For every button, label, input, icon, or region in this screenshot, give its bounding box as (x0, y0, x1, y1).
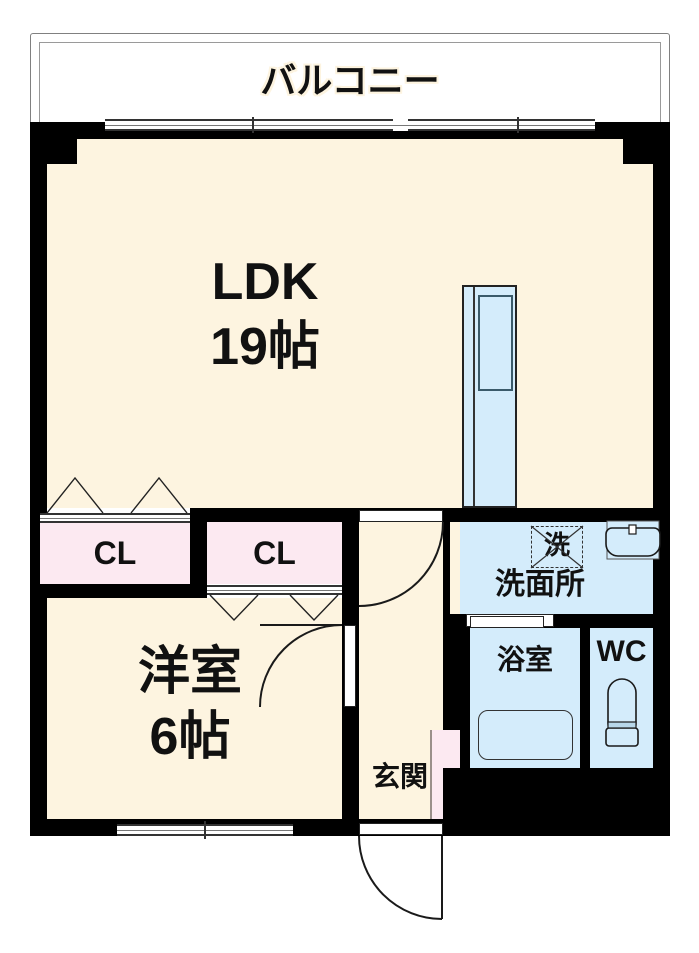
washer-space-label: 洗 (543, 530, 570, 560)
wall-wet-zone-south (443, 768, 653, 819)
closet-right-area (207, 522, 342, 584)
entrance-door-swing (358, 835, 443, 920)
entrance-area (359, 700, 443, 819)
closet-right-label: CL (253, 535, 296, 571)
ldk-name-label: LDK (211, 253, 319, 311)
bedroom-name-label: 洋室 (137, 643, 242, 701)
bathtub (478, 710, 573, 760)
ldk-area (47, 139, 653, 508)
balcony-window-sash-2 (517, 117, 519, 133)
balcony-window-panel-6[interactable] (518, 119, 595, 131)
balcony-label: バルコニー (260, 60, 440, 101)
exterior-wall-west (30, 122, 47, 836)
closet-left-label: CL (93, 535, 137, 571)
bedroom-size-label: 6帖 (149, 708, 231, 766)
bedroom-window-panel-2[interactable] (205, 824, 293, 836)
exterior-wall-east (653, 122, 670, 836)
pillar-northwest-inner (47, 139, 77, 164)
closet-left-area (40, 522, 190, 584)
wall-between-closets (190, 508, 207, 598)
balcony-window-panel-5[interactable] (408, 119, 518, 131)
bath-door-leaf[interactable] (470, 616, 544, 628)
hall-door-leaf[interactable] (359, 510, 443, 522)
kitchen-counter-edge-line (473, 287, 475, 506)
balcony-inner-outline (39, 42, 661, 128)
wall-closet-left-bottom (30, 584, 207, 598)
kitchen-sink (478, 295, 513, 391)
wall-closet-right-top (190, 508, 342, 522)
wall-bath-east (580, 628, 590, 768)
entrance-door-leaf[interactable] (359, 823, 443, 835)
ldk-size-label: 19帖 (210, 318, 320, 376)
entrance-label: 玄関 (371, 761, 428, 792)
balcony-window-panel-2[interactable] (253, 119, 393, 131)
wall-washroom-north (443, 508, 653, 522)
balcony-window-panel-1[interactable] (105, 119, 253, 131)
bath-label: 浴室 (496, 644, 553, 675)
pillar-northeast-inner (623, 139, 653, 164)
toilet-label: WC (596, 635, 647, 668)
closet-right-doors[interactable] (207, 585, 342, 595)
wall-washroom-west (443, 508, 450, 620)
balcony-window-sash-1 (252, 117, 254, 133)
bedroom-window-sash (204, 821, 206, 839)
washroom-label: 洗面所 (495, 568, 585, 601)
wall-bath-west (460, 628, 470, 768)
closet-left-doors[interactable] (40, 513, 190, 523)
bedroom-window-panel-1[interactable] (117, 824, 205, 836)
bedroom-door-leaf[interactable] (344, 625, 356, 707)
